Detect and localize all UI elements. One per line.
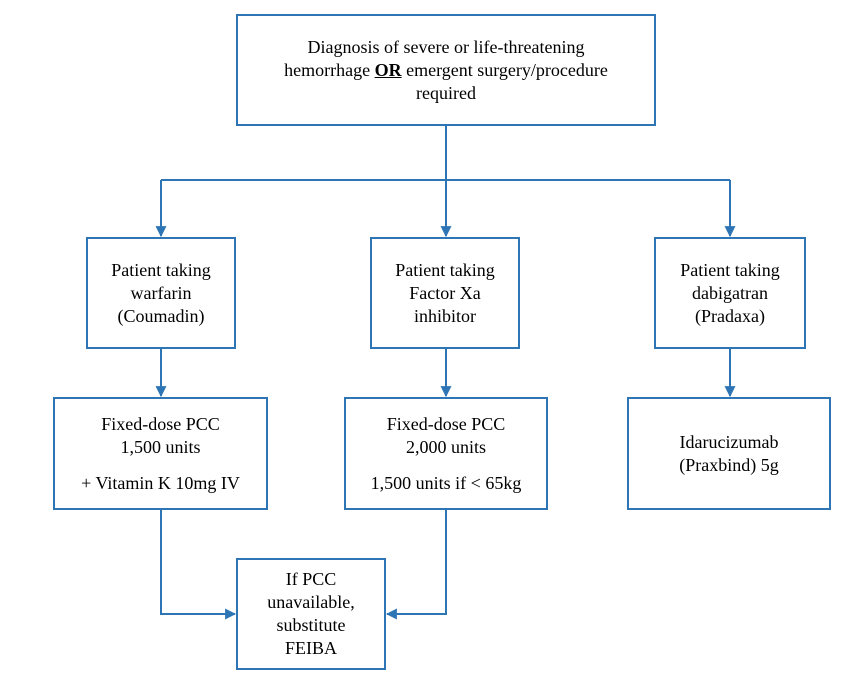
idarucizumab-line-2: (Praxbind) 5g [679,454,779,475]
or-emphasis: OR [374,59,402,80]
feiba-line-1: If PCC [285,569,337,589]
pcc-1500-line-1: Fixed-dose PCC [101,413,220,434]
factor-xa-box: Patient taking Factor Xa inhibitor [370,237,520,349]
dabigatran-line-2: dabigatran [692,282,768,303]
pcc-2000-line-3: 1,500 units if < 65kg [370,472,522,493]
pcc-2000-box: Fixed-dose PCC 2,000 units 1,500 units i… [344,397,548,510]
warfarin-line-2: warfarin [130,282,192,303]
warfarin-line-1: Patient taking [111,259,211,280]
diagnosis-line-3: required [416,82,476,103]
pcc-1500-line-3: + Vitamin K 10mg IV [81,472,240,493]
pcc-1500-line-2: 1,500 units [120,436,201,457]
pcc-2000-line-2: 2,000 units [405,436,486,457]
diagnosis-line-2: hemorrhage OR emergent surgery/procedure [284,59,608,80]
arrow-pcc-1500-to-feiba [160,510,237,620]
factor-xa-line-2: Factor Xa [409,282,481,303]
factor-xa-line-1: Patient taking [395,259,495,280]
arrow-pcc-2000-to-feiba [385,510,447,620]
warfarin-box: Patient taking warfarin (Coumadin) [86,237,236,349]
feiba-line-3: substitute [276,615,346,635]
feiba-line-2: unavailable, [267,592,355,612]
feiba-line-4: FEIBA [284,638,337,658]
dabigatran-box: Patient taking dabigatran (Pradaxa) [654,237,806,349]
diagnosis-line-1: Diagnosis of severe or life-threatening [307,36,585,57]
idarucizumab-line-1: Idarucizumab [679,431,779,452]
dabigatran-line-3: (Pradaxa) [695,305,765,326]
diagnosis-box: Diagnosis of severe or life-threatening … [236,14,656,126]
idarucizumab-box: Idarucizumab (Praxbind) 5g [627,397,831,510]
factor-xa-line-3: inhibitor [414,305,476,326]
feiba-box: If PCC unavailable, substitute FEIBA [236,558,386,670]
dabigatran-line-1: Patient taking [680,259,780,280]
pcc-1500-box: Fixed-dose PCC 1,500 units + Vitamin K 1… [53,397,268,510]
warfarin-line-3: (Coumadin) [117,305,205,326]
pcc-2000-line-1: Fixed-dose PCC [386,413,506,434]
